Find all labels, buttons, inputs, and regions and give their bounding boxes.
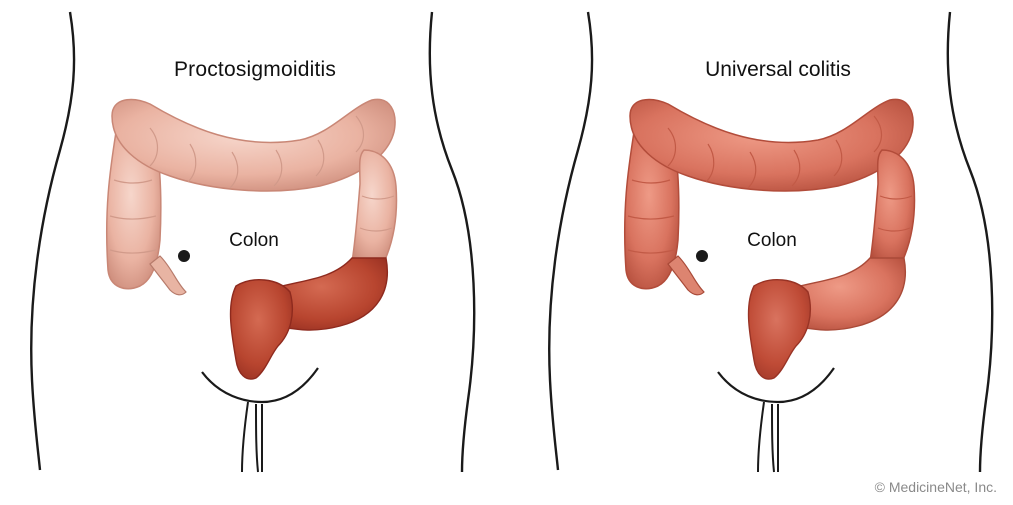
body-outline-right bbox=[948, 12, 992, 472]
body-outline-left bbox=[549, 12, 592, 470]
panel-proctosigmoiditis: Proctosigmoiditis Colon bbox=[31, 12, 474, 472]
colon-inflamed-sigmoid-rectum bbox=[231, 258, 388, 379]
ileum-opening bbox=[178, 250, 190, 262]
body-outline-left bbox=[31, 12, 74, 470]
appendix bbox=[668, 256, 704, 295]
colon-label-left: Colon bbox=[229, 230, 279, 251]
ileum-opening bbox=[696, 250, 708, 262]
rectum-inflamed bbox=[231, 280, 293, 379]
leg-outline-inner-left bbox=[256, 404, 258, 472]
copyright-credit: © MedicineNet, Inc. bbox=[875, 479, 997, 495]
panel-universal-colitis: Universal colitis Colon bbox=[549, 12, 992, 472]
appendix bbox=[150, 256, 186, 295]
rectum bbox=[749, 280, 811, 379]
leg-outline-inner-left bbox=[772, 404, 774, 472]
colon-label-right: Colon bbox=[747, 230, 797, 251]
panel-title-universal-colitis: Universal colitis bbox=[705, 58, 851, 81]
body-outline-right bbox=[430, 12, 474, 472]
panel-title-proctosigmoiditis: Proctosigmoiditis bbox=[174, 58, 336, 81]
leg-outline-left bbox=[758, 402, 764, 472]
leg-outline-left bbox=[242, 402, 248, 472]
